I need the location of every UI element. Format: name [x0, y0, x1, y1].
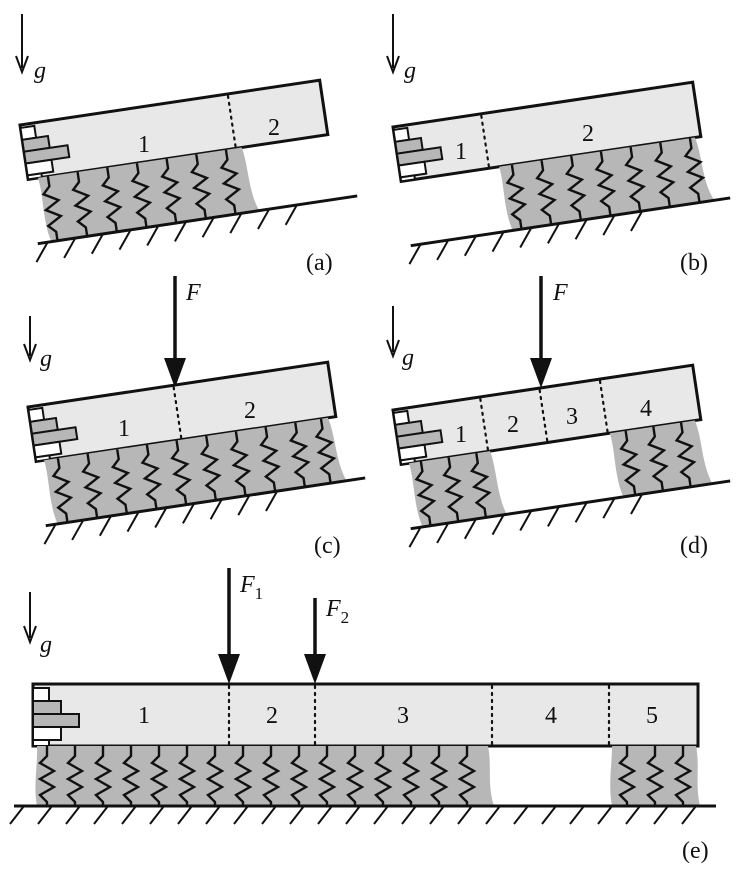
ground-hatch-b [408, 210, 644, 265]
clamp-wall-c [27, 406, 79, 463]
force-label-c: F [185, 280, 201, 306]
panel-label-b: (b) [680, 250, 708, 276]
gravity-label-e: g [40, 632, 52, 658]
segment-label-d-4: 4 [640, 396, 652, 422]
ground-hatch-e [9, 805, 697, 825]
force-label-d: F [552, 280, 568, 306]
springs-a [41, 149, 242, 241]
springs-e [37, 746, 693, 806]
segment-label-e-4: 4 [545, 703, 557, 729]
clamp-wall-d [392, 409, 444, 466]
segment-label-e-2: 2 [266, 703, 278, 729]
ground-hatch-a [35, 204, 298, 263]
beam-e [31, 682, 700, 748]
gravity-arrow-e: g [23, 592, 52, 658]
ground-hatch-c [43, 490, 279, 545]
gravity-arrow-b: g [386, 14, 416, 84]
gravity-label-d: g [402, 345, 414, 371]
segment-divider-d-2 [538, 389, 549, 442]
panel-a: g [15, 14, 358, 276]
clamp-wall-a [19, 124, 71, 181]
gravity-arrow-d: g [386, 306, 414, 371]
force-arrow-e-2: F2 [304, 596, 349, 684]
panel-label-a: (a) [306, 250, 333, 276]
gravity-arrow-a: g [15, 14, 46, 84]
force-arrow-d: F [530, 276, 568, 388]
ground-hatch-d [408, 493, 644, 548]
gravity-label-c: g [40, 346, 52, 372]
segment-label-d-3: 3 [566, 404, 578, 430]
gravity-arrow-c: g [23, 316, 52, 372]
ground-c [45, 476, 366, 528]
panel-label-c: (c) [314, 533, 341, 559]
segment-label-a-1: 1 [138, 132, 150, 158]
force-label-e-1: F1 [239, 572, 263, 603]
segment-label-c-1: 1 [118, 416, 130, 442]
panel-d: g F [386, 276, 731, 559]
clamp-wall-e [32, 687, 80, 747]
ground-a [37, 194, 358, 246]
gravity-label-b: g [404, 58, 416, 84]
foundation-d-right [609, 420, 713, 497]
clamp-wall-b [392, 126, 444, 183]
segment-label-a-2: 2 [268, 115, 280, 141]
force-arrow-e-1: F1 [218, 568, 263, 684]
segment-label-d-2: 2 [507, 412, 519, 438]
ground-d [410, 479, 731, 531]
segment-divider-b [480, 114, 490, 168]
panel-c: g F [23, 276, 366, 559]
segment-divider-c [172, 386, 183, 439]
segment-label-e-5: 5 [646, 703, 658, 729]
segment-label-e-3: 3 [397, 703, 409, 729]
segment-label-b-2: 2 [582, 121, 594, 147]
panel-e: g F1 F2 [9, 568, 716, 864]
panel-b: g [386, 14, 731, 276]
force-arrow-c: F [164, 276, 201, 388]
segment-divider-d-3 [598, 379, 609, 433]
segment-divider-d-1 [479, 397, 489, 451]
segment-label-c-2: 2 [244, 398, 256, 424]
panel-label-e: (e) [682, 838, 709, 864]
springs-b [505, 138, 706, 230]
force-label-e-2: F2 [325, 596, 349, 627]
springs-d [414, 422, 697, 526]
segment-label-d-1: 1 [455, 422, 467, 448]
panel-label-d: (d) [680, 533, 708, 559]
segment-divider-a [226, 94, 237, 148]
springs-c [51, 418, 337, 523]
segment-label-e-1: 1 [138, 703, 150, 729]
segment-label-b-1: 1 [455, 139, 467, 165]
gravity-label-a: g [34, 58, 46, 84]
ground-b [410, 196, 731, 248]
